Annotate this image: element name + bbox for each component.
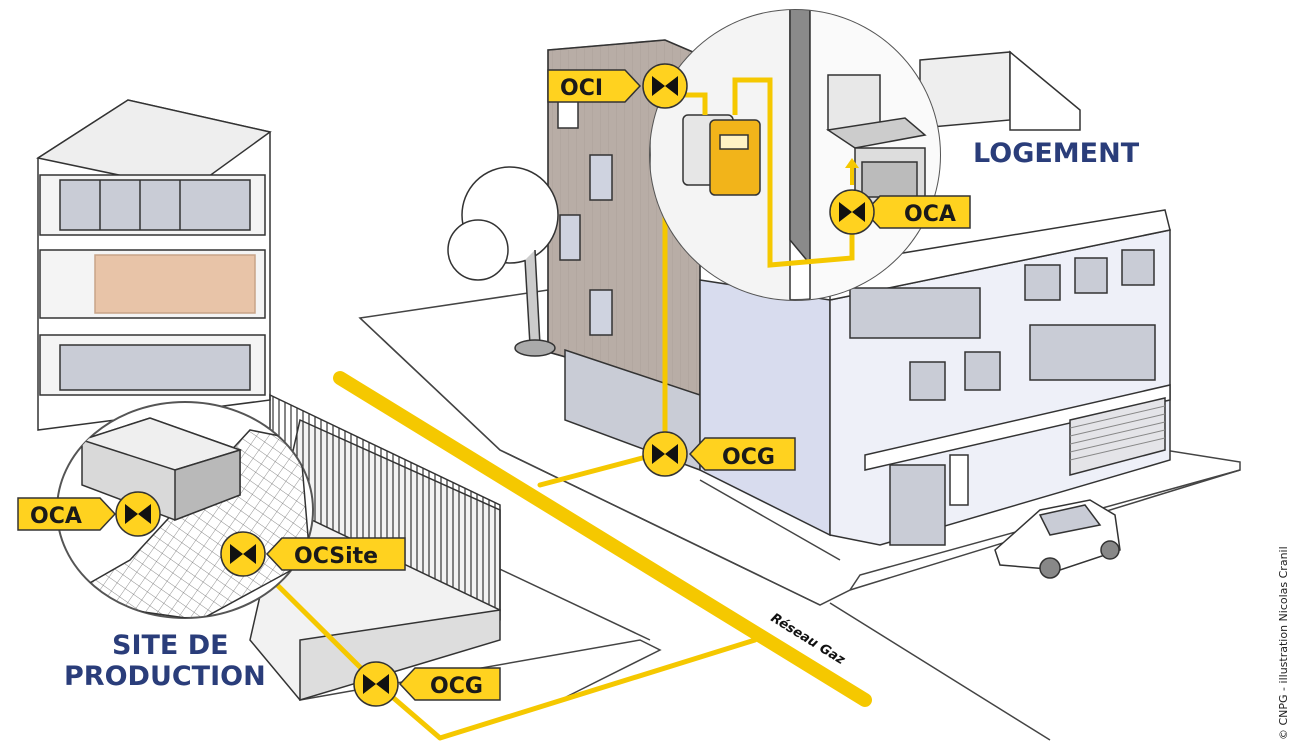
valve-oci: OCI <box>547 63 688 109</box>
valve-ocg-building: OCG <box>642 431 796 477</box>
credit-text: © CNPG - illustration Nicolas Cranil <box>1277 546 1290 740</box>
site-label-line1: SITE DE <box>112 630 229 661</box>
bowtie-valve-icon <box>652 444 678 464</box>
left-building <box>36 99 272 431</box>
bowtie-valve-icon <box>125 504 151 524</box>
boiler-unit-icon <box>79 417 243 522</box>
valve-ocg-site-label: OCG <box>430 674 483 699</box>
bowtie-valve-icon <box>652 76 678 96</box>
bowtie-valve-icon <box>363 674 389 694</box>
tree <box>447 166 559 357</box>
site-label-line2: PRODUCTION <box>64 661 266 692</box>
valve-oca-logement-label: OCA <box>904 202 956 227</box>
valve-oca-logement: OCA <box>829 189 971 235</box>
valve-ocsite-label: OCSite <box>294 544 378 569</box>
main-gas-road-line <box>333 371 872 707</box>
valve-oca-site-label: OCA <box>30 504 82 529</box>
gas-meter-icon <box>682 114 761 196</box>
bowtie-valve-icon <box>230 544 256 564</box>
valve-ocg-building-label: OCG <box>722 445 775 470</box>
valve-ocg-site: OCG <box>353 661 501 707</box>
valve-oci-label: OCI <box>560 76 603 101</box>
logement-label: LOGEMENT <box>973 138 1140 169</box>
valve-oca-site: OCA <box>17 491 161 537</box>
valve-ocsite: OCSite <box>220 531 406 577</box>
bowtie-valve-icon <box>839 202 865 222</box>
car <box>994 499 1121 579</box>
